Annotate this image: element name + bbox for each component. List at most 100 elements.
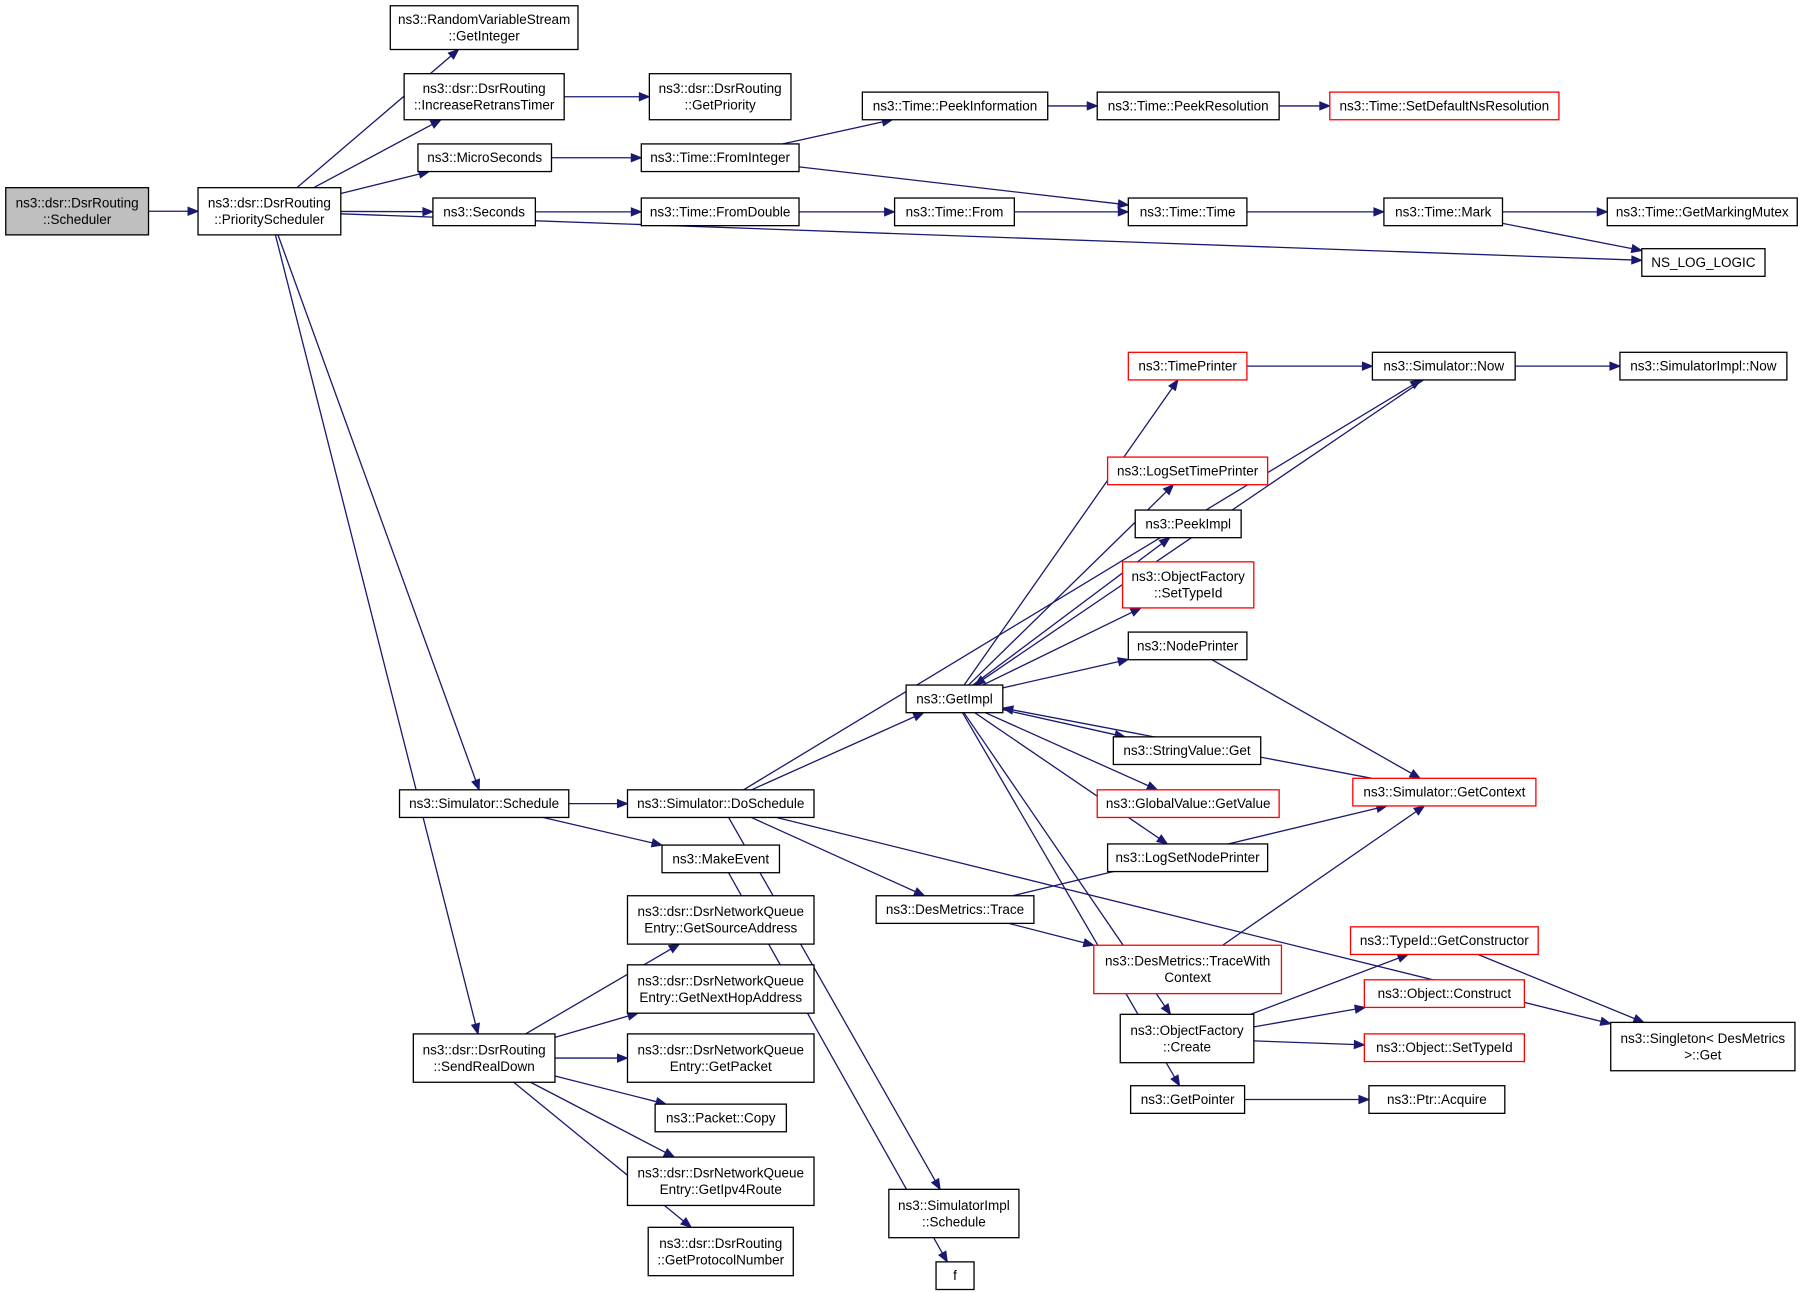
node-box (417, 143, 553, 173)
arrowhead-icon (1082, 938, 1096, 948)
node-label-line: ns3::Time::GetMarkingMutex (1616, 204, 1789, 219)
node-string-value-get[interactable]: ns3::StringValue::Get (1112, 736, 1262, 766)
node-get-ipv4-route[interactable]: ns3::dsr::DsrNetworkQueueEntry::GetIpv4R… (626, 1156, 815, 1207)
node-box (1112, 736, 1262, 766)
node-desmetrics-trace[interactable]: ns3::DesMetrics::Trace (875, 895, 1035, 925)
node-from-double[interactable]: ns3::Time::FromDouble (640, 197, 800, 227)
node-global-value-getvalue[interactable]: ns3::GlobalValue::GetValue (1096, 789, 1280, 819)
node-get-pointer[interactable]: ns3::GetPointer (1129, 1085, 1246, 1114)
node-seconds[interactable]: ns3::Seconds (432, 197, 537, 227)
node-label-line: ns3::Time::Time (1140, 204, 1236, 219)
node-increase-retrans[interactable]: ns3::dsr::DsrRouting::IncreaseRetransTim… (403, 73, 565, 121)
node-label-line: ns3::Ptr::Acquire (1387, 1092, 1487, 1107)
arrowhead-icon (616, 798, 629, 809)
node-label-line: ::SetTypeId (1154, 586, 1222, 601)
node-node-printer[interactable]: ns3::NodePrinter (1127, 631, 1248, 661)
node-get-marking-mutex[interactable]: ns3::Time::GetMarkingMutex (1606, 197, 1798, 227)
node-get-next-hop-address[interactable]: ns3::dsr::DsrNetworkQueueEntry::GetNextH… (626, 964, 815, 1014)
node-time-mark[interactable]: ns3::Time::Mark (1383, 197, 1504, 227)
node-label-line: ns3::SimulatorImpl::Now (1630, 359, 1777, 374)
node-get-priority[interactable]: ns3::dsr::DsrRouting::GetPriority (648, 73, 792, 121)
edge-line (1253, 1040, 1355, 1046)
node-set-default-ns-resolution[interactable]: ns3::Time::SetDefaultNsResolution (1329, 91, 1560, 121)
node-box (935, 1261, 975, 1291)
node-label-line: ns3::Time::SetDefaultNsResolution (1340, 98, 1550, 113)
node-box (412, 1033, 556, 1083)
node-object-factory-settypeid[interactable]: ns3::ObjectFactory::SetTypeId (1121, 561, 1255, 609)
node-rvs-getinteger[interactable]: ns3::RandomVariableStream::GetInteger (389, 5, 579, 51)
edge-get_impl-to-global_value_getvalue (985, 712, 1159, 791)
edge-time_mark-to-ns_log_logic (1502, 222, 1644, 254)
node-object-factory-create[interactable]: ns3::ObjectFactory::Create (1119, 1013, 1255, 1064)
arrowhead-icon (630, 207, 643, 217)
node-make-event[interactable]: ns3::MakeEvent (661, 844, 781, 874)
node-log-set-node-printer[interactable]: ns3::LogSetNodePrinter (1106, 843, 1269, 873)
edge-send_real_down-to-get_packet (554, 1053, 629, 1063)
edge-line (963, 387, 1173, 686)
node-box (1383, 197, 1504, 227)
node-time-from[interactable]: ns3::Time::From (893, 197, 1015, 227)
edge-line (982, 611, 1133, 686)
edge-from_double-to-time_from (799, 207, 896, 217)
node-get-impl[interactable]: ns3::GetImpl (905, 684, 1004, 714)
arrowhead-icon (616, 1053, 629, 1063)
edge-line (554, 1015, 629, 1039)
node-from-integer[interactable]: ns3::Time::FromInteger (640, 143, 800, 173)
node-simulator-doschedule[interactable]: ns3::Simulator::DoSchedule (626, 789, 815, 819)
node-priority-scheduler[interactable]: ns3::dsr::DsrRouting::PriorityScheduler (197, 187, 342, 236)
node-box (626, 964, 815, 1014)
edge-send_real_down-to-get_next_hop_address (554, 1011, 640, 1039)
node-label-line: ns3::Time::FromDouble (650, 204, 791, 219)
edge-simulator_schedule-to-simulator_doschedule (568, 798, 629, 809)
node-label-line: ns3::Packet::Copy (666, 1110, 776, 1125)
node-microseconds[interactable]: ns3::MicroSeconds (417, 143, 553, 173)
node-box (626, 789, 815, 819)
arrowhead-icon (667, 943, 681, 954)
node-get-source-address[interactable]: ns3::dsr::DsrNetworkQueueEntry::GetSourc… (626, 895, 815, 945)
node-object-construct[interactable]: ns3::Object::Construct (1363, 979, 1526, 1009)
node-get-packet[interactable]: ns3::dsr::DsrNetworkQueueEntry::GetPacke… (626, 1033, 815, 1083)
node-peek-impl[interactable]: ns3::PeekImpl (1134, 509, 1242, 539)
node-label-line: ns3::dsr::DsrRouting (208, 196, 331, 211)
node-packet-copy[interactable]: ns3::Packet::Copy (654, 1103, 788, 1133)
node-box (1121, 561, 1255, 609)
node-time-printer[interactable]: ns3::TimePrinter (1127, 351, 1248, 381)
arrowhead-icon (1361, 361, 1374, 371)
node-label-line: ns3::TimePrinter (1138, 359, 1237, 374)
node-peek-information[interactable]: ns3::Time::PeekInformation (861, 91, 1049, 121)
node-typeid-getconstructor[interactable]: ns3::TypeId::GetConstructor (1349, 926, 1539, 956)
node-singleton-get[interactable]: ns3::Singleton< DesMetrics>::Get (1610, 1021, 1796, 1072)
node-label-line: ns3::Seconds (443, 204, 525, 219)
node-simulatorimpl-schedule[interactable]: ns3::SimulatorImpl::Schedule (888, 1188, 1020, 1239)
node-simulator-schedule[interactable]: ns3::Simulator::Schedule (398, 789, 570, 819)
node-ptr-acquire[interactable]: ns3::Ptr::Acquire (1368, 1085, 1506, 1114)
node-send-real-down[interactable]: ns3::dsr::DsrRouting::SendRealDown (412, 1033, 556, 1083)
node-box (1119, 1013, 1255, 1064)
node-simulatorimpl-now[interactable]: ns3::SimulatorImpl::Now (1619, 351, 1788, 381)
node-label-line: ns3::dsr::DsrNetworkQueue (637, 1042, 804, 1057)
node-scheduler[interactable]: ns3::dsr::DsrRouting::Scheduler (5, 187, 150, 236)
node-time-time[interactable]: ns3::Time::Time (1127, 197, 1248, 227)
node-peek-resolution[interactable]: ns3::Time::PeekResolution (1096, 91, 1280, 121)
arrowhead-icon (422, 206, 435, 217)
node-get-protocol-number[interactable]: ns3::dsr::DsrRouting::GetProtocolNumber (647, 1226, 794, 1277)
edge-get_impl-to-node_printer (1002, 657, 1130, 689)
node-label-line: ns3::Singleton< DesMetrics (1620, 1031, 1785, 1046)
node-ns-log-logic[interactable]: NS_LOG_LOGIC (1641, 248, 1766, 277)
node-object-settypeid[interactable]: ns3::Object::SetTypeId (1363, 1033, 1526, 1063)
node-box (1127, 631, 1248, 661)
arrowhead-icon (912, 887, 926, 897)
edge-line (974, 712, 1160, 839)
node-simulator-now[interactable]: ns3::Simulator::Now (1371, 351, 1516, 381)
node-log-set-time-printer[interactable]: ns3::LogSetTimePrinter (1106, 456, 1269, 486)
node-simulator-getcontext[interactable]: ns3::Simulator::GetContext (1352, 777, 1537, 807)
node-label-line: ns3::dsr::DsrRouting (423, 1042, 546, 1057)
arrowhead-icon (1599, 1016, 1613, 1026)
node-f[interactable]: f (935, 1261, 975, 1291)
arrowhead-icon (930, 1177, 941, 1191)
edge-time_from-to-time_time (1014, 207, 1130, 217)
arrowhead-icon (470, 1022, 481, 1036)
node-box (640, 143, 800, 173)
node-label-line: ns3::LogSetNodePrinter (1116, 850, 1261, 865)
